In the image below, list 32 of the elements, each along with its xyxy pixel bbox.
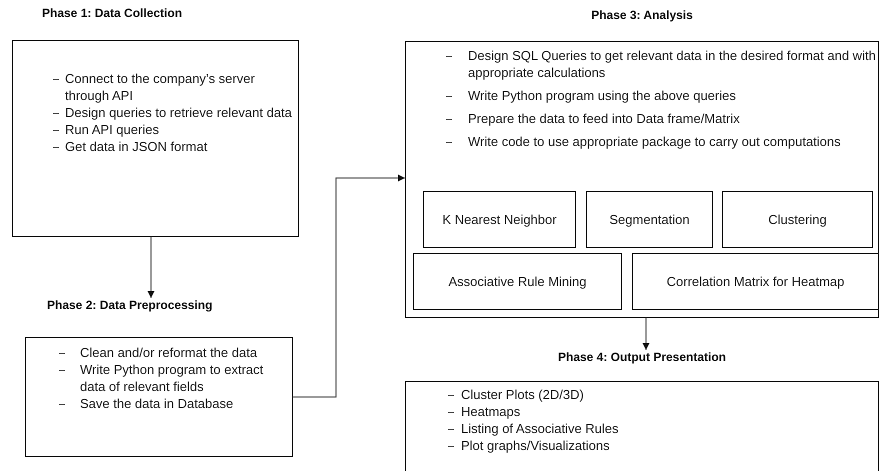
bullet-text: Connect to the company’s server through API (65, 70, 256, 104)
method-label: K Nearest Neighbor (442, 212, 557, 227)
bullet-text: Design SQL Queries to get relevant data in the desired format and with appropriate calculations (468, 47, 876, 81)
phase-heading: Phase 1: Data Collection (42, 6, 182, 20)
bullet-text: Design queries to retrieve relevant data (65, 104, 293, 121)
phase-heading: Phase 3: Analysis (591, 8, 693, 22)
method-box (632, 253, 879, 310)
bullet-text: Run API queries (65, 121, 160, 138)
method-label: Correlation Matrix for Heatmap (666, 274, 844, 289)
bullet-text: Write Python program using the above queries (468, 87, 737, 104)
bullet-text: Heatmaps (461, 403, 522, 420)
bullet-text: Prepare the data to feed into Data frame/Matrix (468, 110, 741, 127)
bullet-text: Write code to use appropriate package to carry out computations (468, 133, 842, 150)
connector-arrow (642, 318, 650, 350)
connector-arrow (292, 174, 406, 398)
method-box (413, 253, 622, 310)
method-box (423, 191, 576, 248)
bullet-text: Listing of Associative Rules (461, 420, 620, 437)
phase-heading: Phase 4: Output Presentation (558, 350, 726, 364)
bullet-text: Save the data in Database (80, 395, 234, 412)
method-label: Clustering (768, 212, 827, 227)
method-label: Segmentation (609, 212, 690, 227)
bullet-text: Cluster Plots (2D/3D) (461, 386, 585, 403)
bullet-text: Get data in JSON format (65, 138, 208, 155)
phase-heading: Phase 2: Data Preprocessing (47, 298, 212, 312)
method-box (586, 191, 713, 248)
connector-arrow (148, 236, 154, 298)
method-label: Associative Rule Mining (448, 274, 586, 289)
bullet-text: Plot graphs/Visualizations (461, 437, 611, 454)
method-box (722, 191, 873, 248)
bullet-text: Clean and/or reformat the data (80, 344, 258, 361)
bullet-text: Write Python program to extract data of relevant fields (80, 361, 264, 395)
